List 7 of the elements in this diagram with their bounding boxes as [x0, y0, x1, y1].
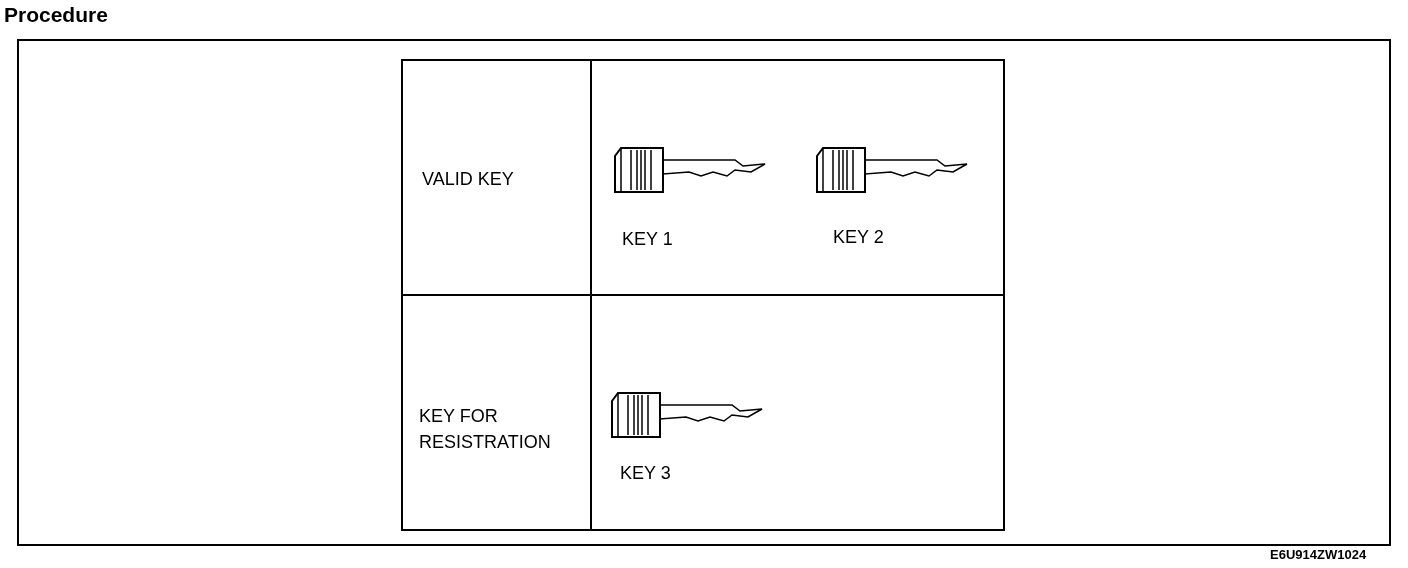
row-label: KEY FOR RESISTRATION [419, 405, 552, 454]
row-label: VALID KEY [422, 168, 514, 191]
key-label: KEY 1 [622, 228, 673, 251]
key-label: KEY 2 [833, 226, 884, 249]
key-label: KEY 3 [620, 462, 671, 485]
figure-code: E6U914ZW1024 [1270, 546, 1367, 564]
page-heading: Procedure [4, 2, 108, 28]
